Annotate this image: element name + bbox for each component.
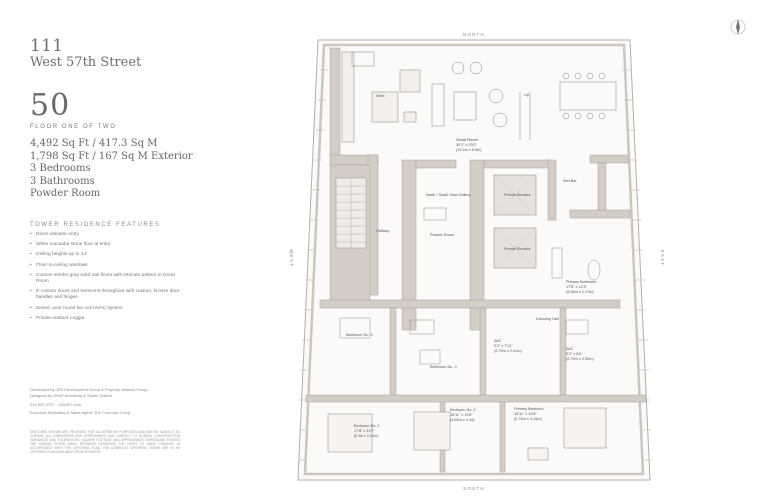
- bedroom-2-metric: (5.38 x 4.14m): [354, 434, 379, 438]
- bath-fixtures: [339, 207, 601, 365]
- feature-item: Zoned, year round fan coil HVAC system: [30, 306, 180, 312]
- bedroom-2-label: Bedroom No. 2: [354, 424, 380, 428]
- credits: Developed by JDS Development Group & Pro…: [30, 387, 180, 417]
- kitchen-label: Wine: [376, 94, 385, 98]
- hallway-label: Hallway: [376, 229, 389, 233]
- furniture-great-room: [351, 51, 617, 140]
- feature-item: Ceiling heights up to 14': [30, 252, 180, 258]
- info-panel: 111 West 57th Street 50 FLOOR ONE OF TWO…: [30, 0, 280, 497]
- stairs-up-label: Up: [524, 93, 529, 97]
- wic-metric: (2.79m x 2.41m): [494, 349, 522, 353]
- east-label: EAST: [660, 250, 665, 267]
- credit-developer: Developed by JDS Development Group & Pro…: [30, 387, 148, 392]
- gallery-label: North / South View Gallery: [426, 193, 471, 197]
- beds: [327, 407, 607, 461]
- bedroom-3-label: Bedroom No. 3: [450, 408, 476, 412]
- primary-bathroom-dim: 17'8" x 13'3": [566, 285, 587, 289]
- elevator-label: Private Elevator: [504, 193, 532, 197]
- feature-item: White macauba stone floor at entry: [30, 242, 180, 248]
- legal-disclaimer: SKETCHES SHOWN ARE PROVIDED FOR ILLUSTRA…: [30, 430, 180, 455]
- feature-item: Private outdoor Loggia: [30, 316, 180, 322]
- stair-core: [335, 177, 367, 249]
- feature-item: Custom smoke-gray solid oak floors with …: [30, 273, 180, 285]
- primary-bathroom-label: Primary Bathroom: [566, 280, 597, 284]
- bathroom-3-label: Bathroom No. 3: [430, 365, 457, 369]
- building-street: West 57th Street: [30, 55, 142, 70]
- compass-icon: [730, 19, 746, 35]
- credit-designer: Designed by SHoP Architects & Studio Sof…: [30, 393, 112, 399]
- great-room-label: Great Room: [456, 137, 478, 142]
- feature-item: Direct elevator entry: [30, 232, 180, 238]
- stat-powder: Powder Room: [30, 188, 101, 200]
- south-label: SOUTH: [463, 486, 485, 491]
- bathroom-2-label: Bathroom No. 2: [346, 333, 373, 337]
- feature-item: 9' custom doors and transoms throughout …: [30, 289, 180, 301]
- kitchen: [341, 51, 421, 143]
- wic-dim: 9'2" x 7'11": [494, 344, 513, 348]
- stat-exterior: 1,798 Sq Ft / 167 Sq M Exterior: [30, 150, 193, 162]
- bedroom-3-dim: 18'11" x 13'8": [450, 413, 473, 417]
- credit-contact: 212 933 3737 · 111W57.com: [30, 401, 81, 407]
- elevator-shafts: [493, 174, 537, 269]
- primary-bedroom-metric: (5.76m x 4.16m): [514, 417, 542, 421]
- west-label: WEST: [289, 249, 294, 267]
- stat-interior: 4,492 Sq Ft / 417.3 Sq M: [30, 138, 158, 149]
- floor-subtitle: FLOOR ONE OF TWO: [30, 124, 117, 130]
- elevator-label: Private Elevator: [504, 247, 532, 251]
- wic-metric: (2.79m x 2.59m): [566, 357, 594, 361]
- primary-bedroom-dim: 18'11" x 13'8": [514, 412, 537, 416]
- stat-bedrooms: 3 Bedrooms: [30, 163, 91, 175]
- features-title: TOWER RESIDENCE FEATURES: [30, 222, 161, 228]
- building-number: 111: [30, 36, 64, 56]
- floor-number: 50: [30, 88, 71, 123]
- feature-item: Floor-to-ceiling windows: [30, 263, 180, 269]
- north-label: NORTH: [463, 32, 485, 37]
- residence-stats: 4,492 Sq Ft / 417.3 Sq M 1,798 Sq Ft / 1…: [30, 138, 193, 201]
- powder-room-label: Powder Room: [430, 233, 454, 237]
- credit-marketing: Exclusive Marketing & Sales Agent: The C…: [30, 410, 131, 416]
- wic-label: WIC: [494, 339, 502, 343]
- primary-bedroom-label: Primary Bedroom: [514, 407, 544, 411]
- wet-bar-label: Wet Bar: [563, 179, 577, 183]
- primary-bathroom-metric: (5.38m x 2.17m): [566, 290, 594, 294]
- bedroom-3-metric: (4.69m x 4.16): [450, 418, 475, 422]
- wic-label: WIC: [566, 347, 574, 351]
- dressing-hall-label: Dressing Hall: [536, 317, 559, 321]
- great-room-dim: 30'1" x 23'0": [456, 143, 477, 147]
- features-list: Direct elevator entry White macauba ston…: [30, 232, 180, 326]
- stat-bathrooms: 3 Bathrooms: [30, 175, 95, 187]
- wic-dim: 9'2" x 8'6": [566, 352, 583, 356]
- great-room-metric: (13.2m x 6.4m): [456, 148, 482, 152]
- bedroom-2-dim: 17'8" x 13'7": [354, 429, 375, 433]
